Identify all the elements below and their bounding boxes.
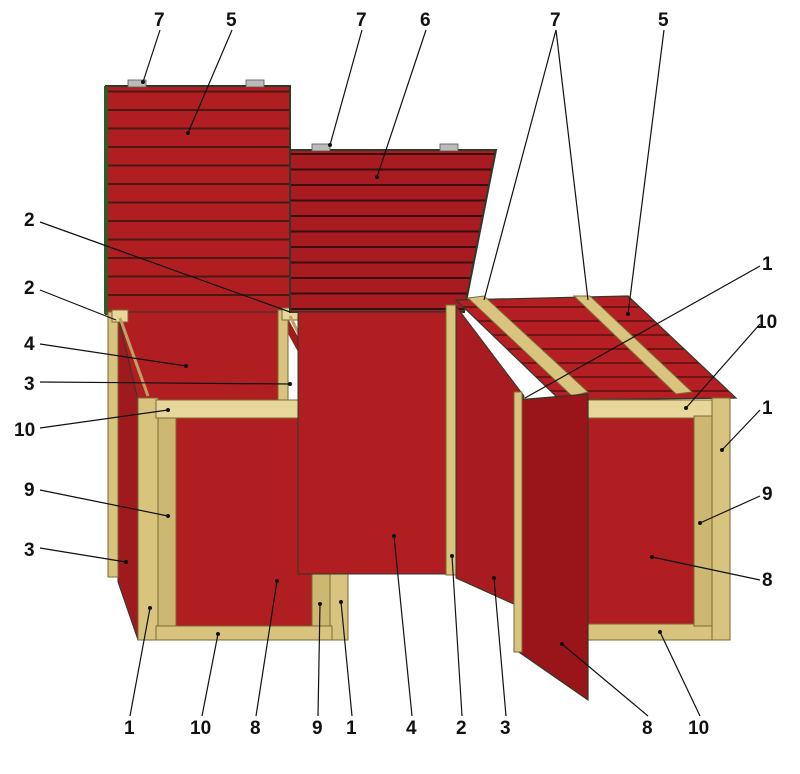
callout-bottom-10a: 10	[190, 718, 211, 739]
callout-bottom-8b: 8	[642, 718, 653, 739]
callout-right-10: 10	[756, 312, 777, 333]
callout-left-2a: 2	[24, 210, 35, 231]
right-open-door	[515, 393, 589, 702]
left-lid-open	[104, 79, 291, 315]
hinge-icon	[245, 79, 265, 88]
hinge-icon	[439, 143, 459, 152]
right-lid-closed	[454, 295, 738, 401]
callout-top-left-5: 5	[226, 10, 237, 31]
callout-bottom-8a: 8	[250, 718, 261, 739]
callout-right-8: 8	[762, 570, 773, 591]
callout-left-2b: 2	[24, 278, 35, 299]
left-back-post	[107, 311, 119, 578]
leader-lines	[39, 29, 761, 717]
middle-back-panel	[297, 311, 447, 575]
right-front-frame	[583, 397, 731, 641]
middle-right-post	[445, 304, 457, 576]
callout-top-right-5: 5	[658, 10, 669, 31]
middle-lid-open	[289, 143, 498, 313]
callout-left-9: 9	[24, 480, 35, 501]
left-mid-post	[277, 309, 289, 411]
callout-right-1a: 1	[762, 254, 773, 275]
callout-left-3a: 3	[24, 374, 35, 395]
callout-left-3b: 3	[24, 540, 35, 561]
callout-left-4: 4	[24, 334, 35, 355]
callout-top-mid-6: 6	[420, 10, 431, 31]
callout-top-left-7: 7	[154, 10, 165, 31]
callout-right-9: 9	[762, 484, 773, 505]
callout-bottom-9: 9	[312, 718, 323, 739]
callout-right-1b: 1	[762, 398, 773, 419]
callout-labels: 7 5 7 6 7 5 2 2 4 3 10 9 3 1 10 1 9 8 1 …	[14, 10, 777, 739]
hinge-icon	[311, 143, 331, 152]
leader-dots	[124, 80, 724, 646]
callout-bottom-1b: 1	[346, 718, 357, 739]
callout-left-10: 10	[14, 420, 35, 441]
callout-bottom-3: 3	[500, 718, 511, 739]
callout-bottom-4: 4	[406, 718, 417, 739]
callout-bottom-2: 2	[456, 718, 467, 739]
callout-top-right-7: 7	[550, 10, 561, 31]
callout-top-mid-7: 7	[356, 10, 367, 31]
hinge-icon	[127, 79, 147, 88]
callout-bottom-10b: 10	[688, 718, 709, 739]
callout-bottom-1a: 1	[124, 718, 135, 739]
